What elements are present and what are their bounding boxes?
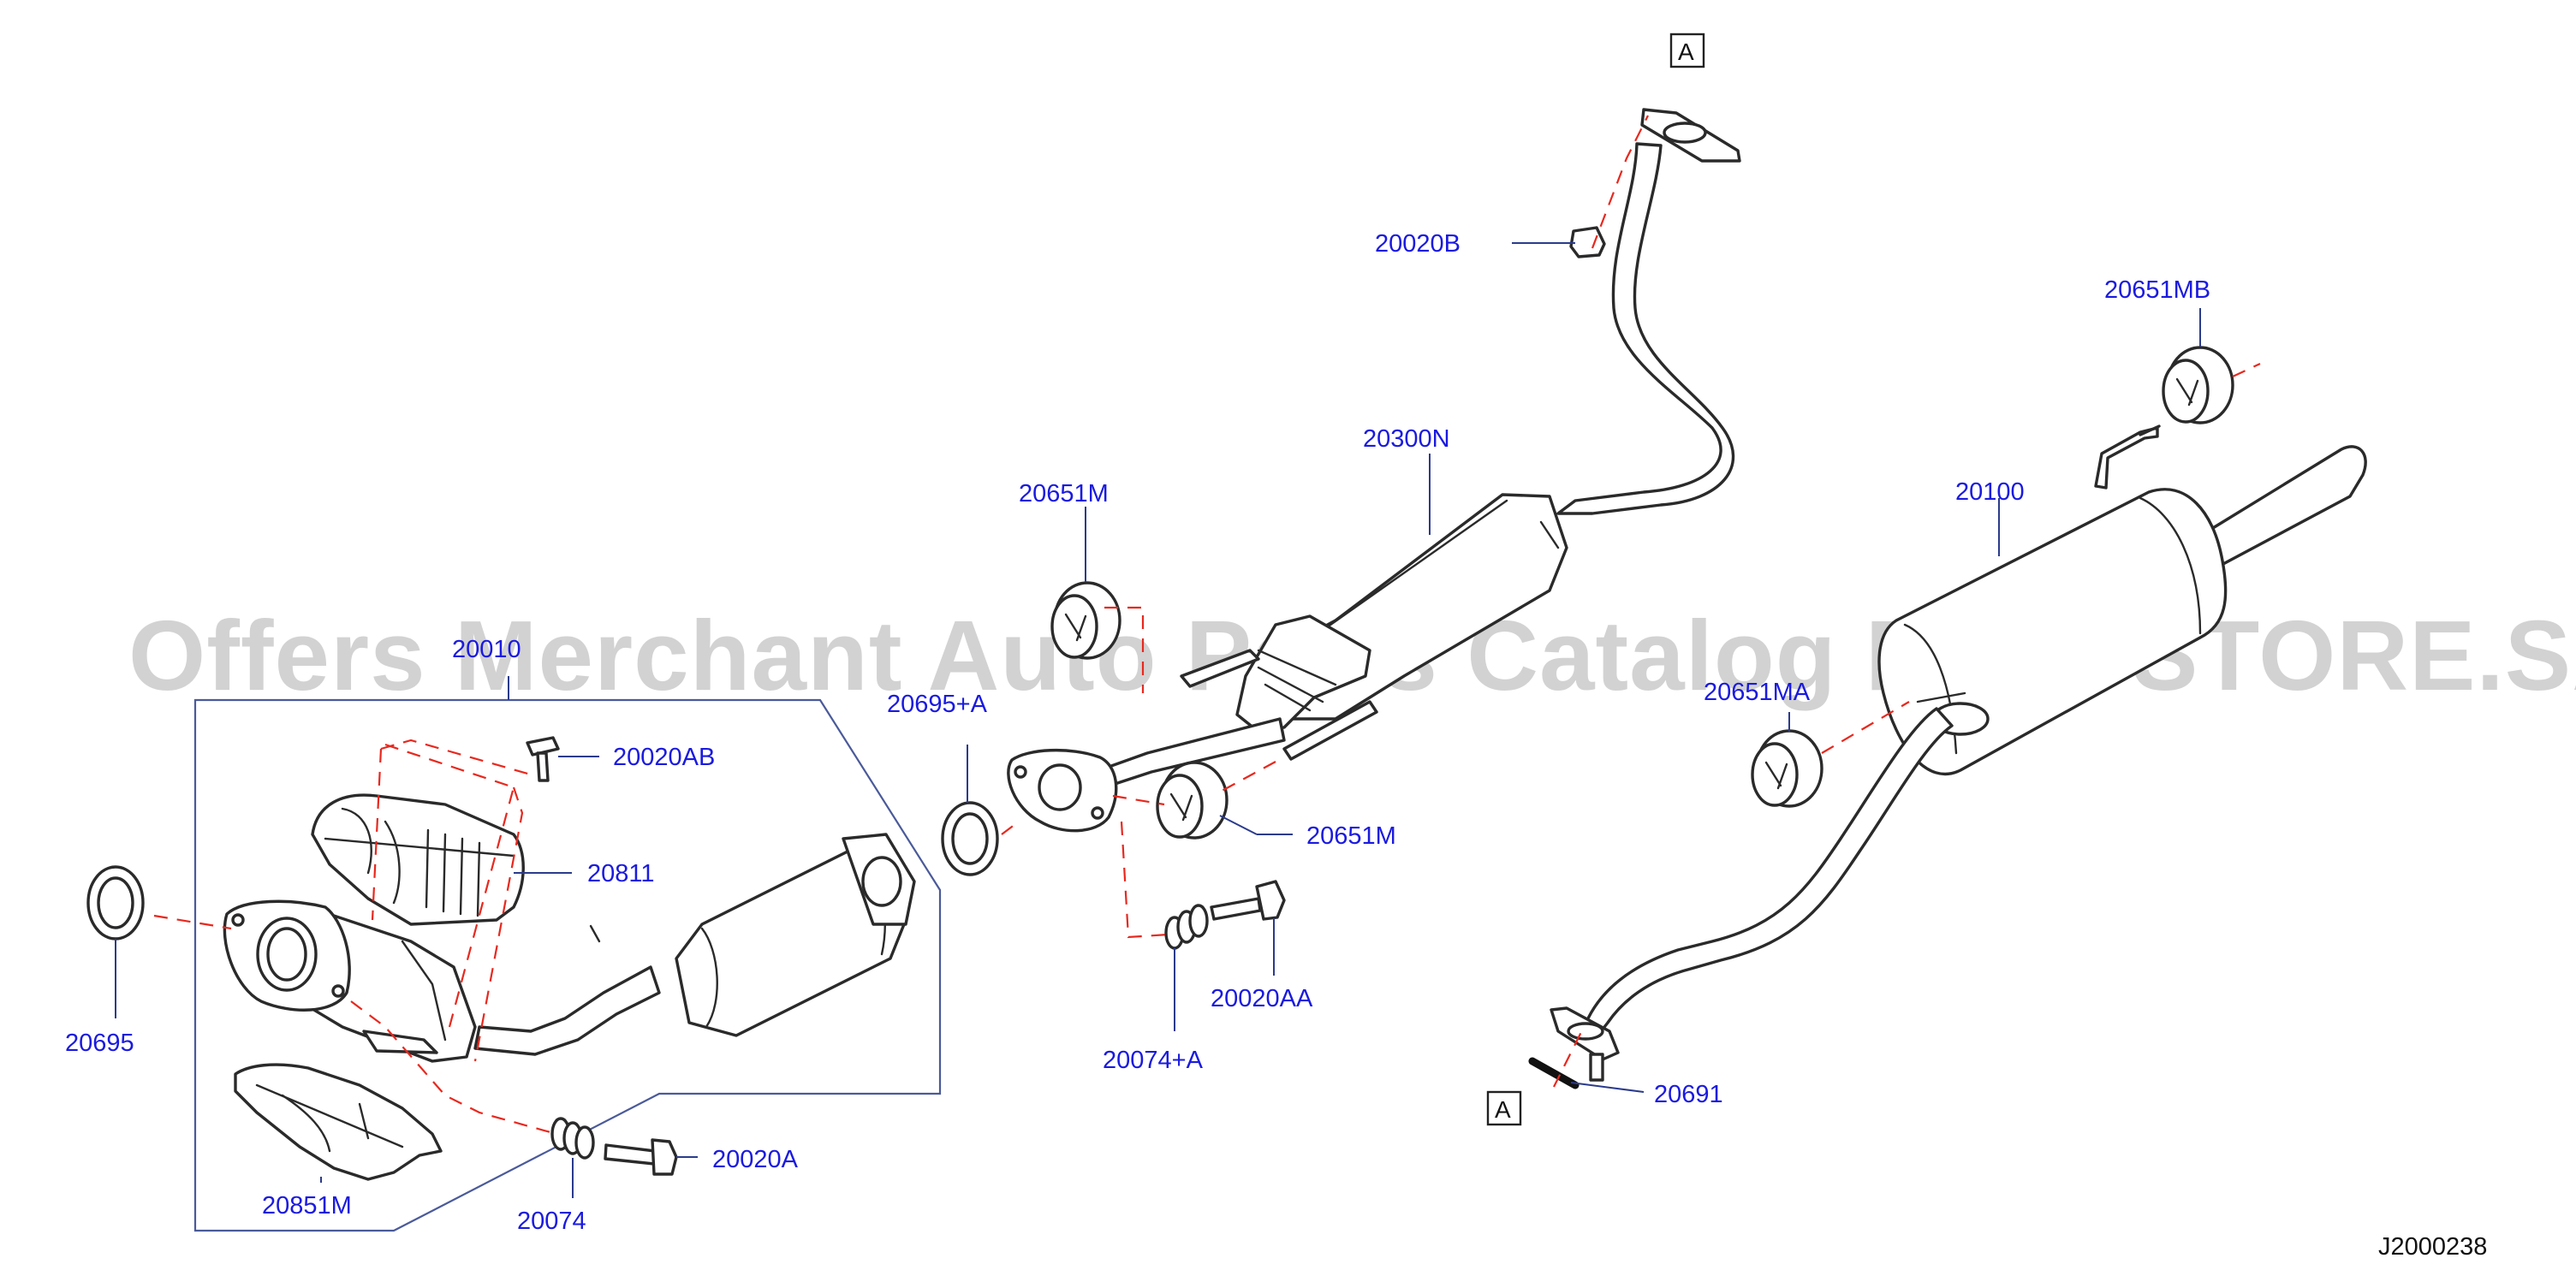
mount-20651ma[interactable] [1751,729,1823,808]
nut-20020b[interactable] [1569,226,1606,258]
label-20651mb[interactable]: 20651MB [2104,276,2210,304]
label-20100[interactable]: 20100 [1955,478,2025,506]
gasket-20695-a[interactable] [941,801,999,876]
label-20695[interactable]: 20695 [65,1030,134,1057]
label-20020a[interactable]: 20020A [712,1146,799,1173]
catalytic-assembly-box [193,698,942,1232]
label-20074[interactable]: 20074 [517,1208,586,1235]
label-20695-a[interactable]: 20695+A [887,691,988,718]
label-20691[interactable]: 20691 [1654,1081,1723,1108]
seal-20691[interactable] [1528,1057,1580,1089]
label-20651m-top[interactable]: 20651M [1019,480,1109,507]
mount-20651m-mid[interactable] [1156,761,1229,840]
label-20851m[interactable]: 20851M [262,1192,352,1220]
label-20020ab[interactable]: 20020AB [613,744,715,771]
diagram-code: J2000238 [2378,1233,2487,1261]
mount-20651m-top[interactable] [1050,581,1121,660]
lower-heat-insulator-part[interactable] [234,1063,443,1181]
label-20651m-mid[interactable]: 20651M [1306,822,1396,850]
bolt-20020aa[interactable] [1210,880,1286,921]
svg-text:A: A [1495,1096,1511,1123]
rear-muffler-part[interactable] [1550,424,2367,1082]
label-20811[interactable]: 20811 [587,860,655,887]
label-20300n[interactable]: 20300N [1363,425,1450,453]
label-20020b[interactable]: 20020B [1375,230,1461,258]
part-labels: 20020B 20651MB 20300N 20100 20651M 20010… [65,230,2210,1235]
label-20020aa[interactable]: 20020AA [1211,985,1313,1012]
svg-text:A: A [1678,39,1694,65]
mount-20651mb[interactable] [2162,346,2234,424]
bolt-20020a[interactable] [604,1138,678,1176]
ref-mark-a-bottom: A [1486,1090,1522,1126]
upper-heat-insulator-part[interactable] [311,793,525,926]
bracket-part[interactable] [362,1030,438,1054]
ref-mark-a-top: A [1669,33,1705,68]
leader-lines [115,242,2201,1198]
center-lines [153,115,2261,1136]
bolt-20020ab[interactable] [526,736,560,782]
label-20010[interactable]: 20010 [452,636,521,663]
catalytic-converter-part[interactable] [223,833,916,1063]
gasket-20695[interactable] [86,865,145,941]
spring-20074-a[interactable] [1164,904,1209,950]
label-20074-a[interactable]: 20074+A [1103,1047,1204,1074]
front-pipe-part[interactable] [1007,108,1741,833]
spring-20074[interactable] [550,1117,595,1160]
label-20651ma[interactable]: 20651MA [1704,679,1811,706]
